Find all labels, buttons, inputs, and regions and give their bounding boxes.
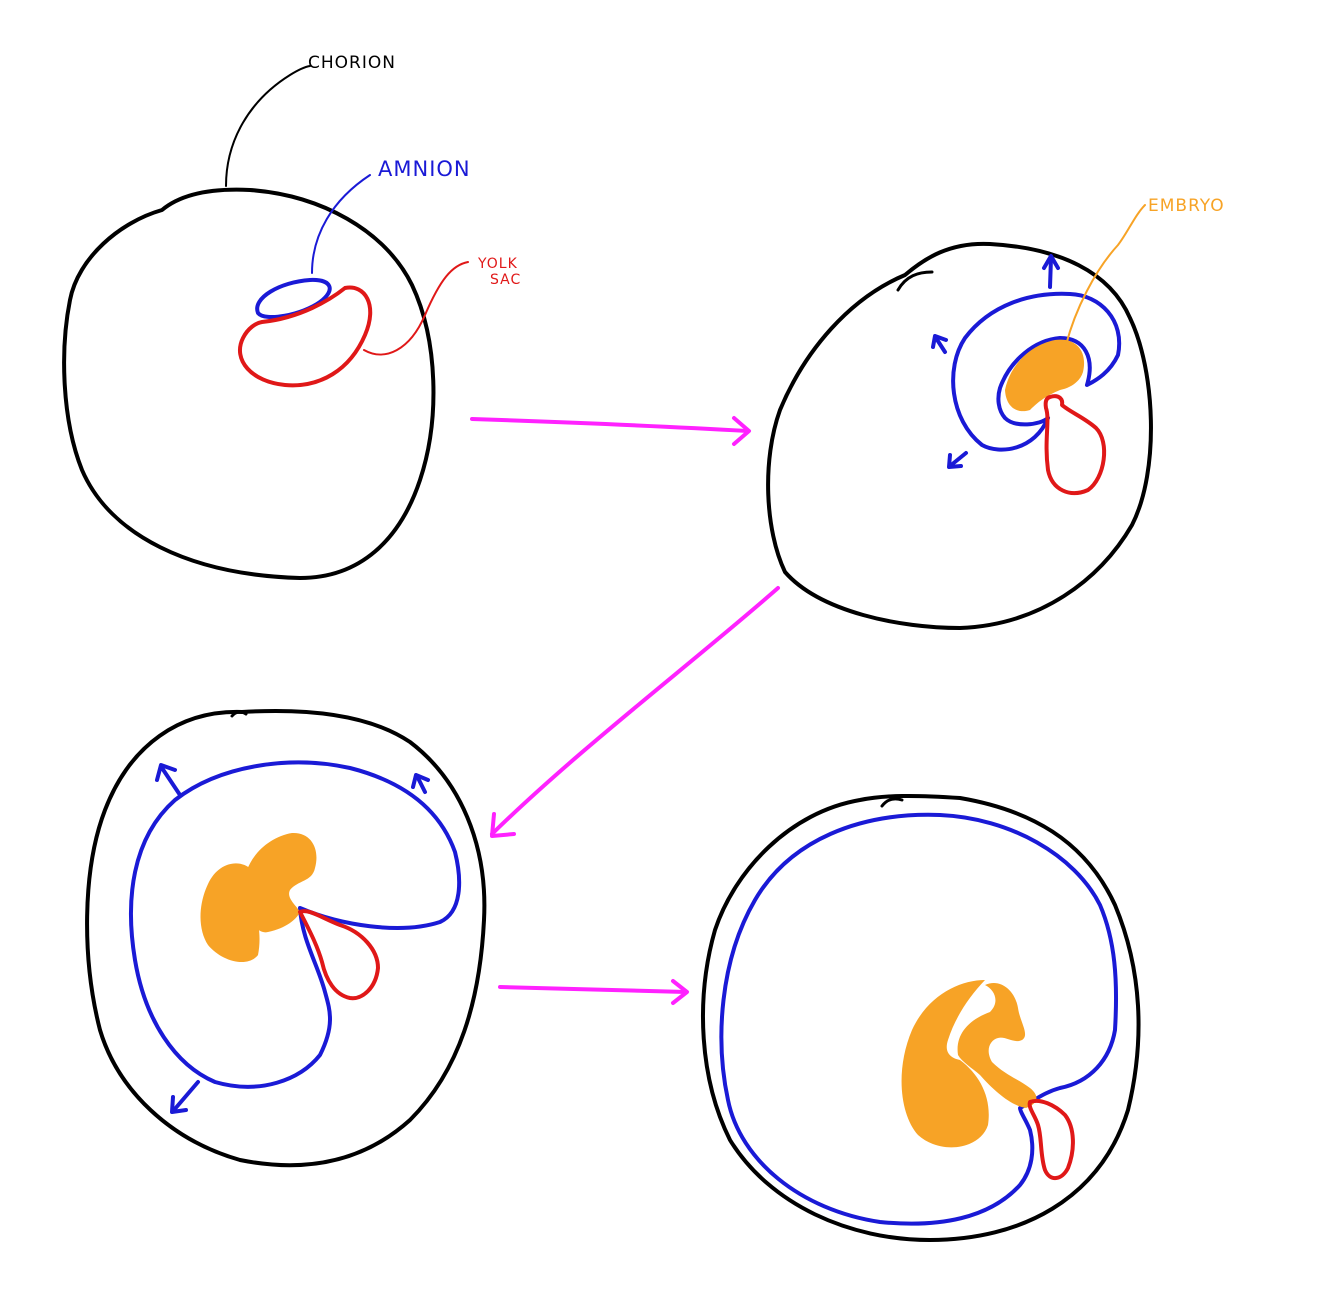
amnion-stage-2 (951, 291, 1122, 452)
yolk-sac-stage-1 (237, 285, 373, 388)
yolk-sac-stage-4 (1027, 1098, 1075, 1180)
yolk-sac-label-line1: YOLK (477, 256, 518, 272)
chorion-stage-4 (701, 793, 1141, 1242)
yolk-sac-stage-2 (1043, 394, 1107, 496)
amnion-stage-3 (129, 760, 462, 1089)
chorion-label: CHORION (308, 53, 396, 73)
embryo-stage-3 (200, 832, 317, 963)
chorion-stage-1 (62, 187, 436, 580)
arrow-stage-3-to-4 (498, 979, 689, 1005)
stage-2: EMBRYO (766, 196, 1225, 630)
amnion-leader-line (311, 174, 371, 274)
arrow-stage-2-to-3 (490, 586, 780, 838)
stage-4 (701, 793, 1141, 1242)
yolk-sac-leader-line (363, 261, 469, 356)
expansion-arrows-stage-2 (931, 254, 1060, 469)
stage-1: CHORION AMNION YOLK SAC (62, 53, 521, 580)
expansion-arrows-stage-3 (155, 763, 430, 1114)
embryo-stage-2 (1005, 339, 1085, 412)
embryo-label: EMBRYO (1148, 196, 1225, 216)
embryo-leader-line (1065, 204, 1146, 346)
amnion-stage-4 (719, 812, 1119, 1226)
chorion-leader-line (225, 65, 311, 187)
embryo-stage-4 (901, 980, 1037, 1148)
yolk-sac-label-line2: SAC (490, 272, 521, 288)
amnion-stage-1 (255, 277, 332, 320)
chorion-stage-2 (766, 241, 1153, 630)
arrow-stage-1-to-2 (470, 416, 751, 446)
stage-3 (85, 708, 487, 1168)
yolk-sac-stage-3 (298, 909, 380, 1001)
amnion-label: AMNION (378, 157, 471, 181)
chorion-stage-3 (85, 708, 487, 1168)
